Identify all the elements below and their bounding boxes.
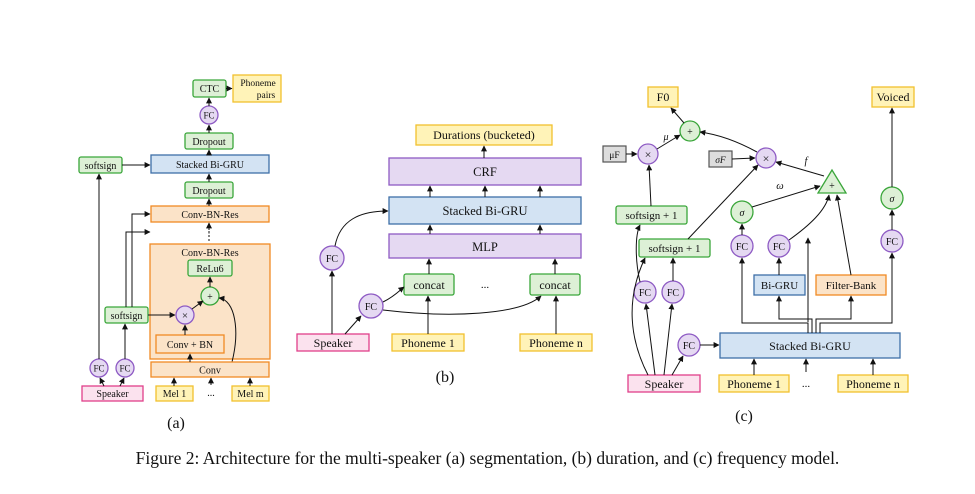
bigru-label-c: Bi-GRU: [761, 280, 798, 292]
softsign-plus-1-lower-label: softsign + 1: [648, 243, 700, 255]
mel-ellipsis: ...: [207, 388, 215, 399]
sigma-f-label: σF: [715, 156, 726, 166]
concat-ellipsis: ...: [481, 279, 490, 291]
figure-caption: Figure 2: Architecture for the multi-spe…: [135, 448, 840, 468]
mel-1-label: Mel 1: [163, 389, 187, 400]
durations-label: Durations (bucketed): [433, 128, 535, 142]
mu-label: μ: [662, 132, 668, 143]
relu6-label: ReLu6: [196, 264, 223, 275]
fc-c-5-label: FC: [683, 341, 696, 352]
fc-c-right-label: FC: [886, 237, 899, 248]
fc-c-2-label: FC: [773, 242, 786, 253]
ctc-label: CTC: [200, 84, 220, 95]
sigma-circle-left: [730, 200, 754, 224]
fc-circle-c-2: [767, 234, 791, 258]
fc-c-3-label: FC: [639, 288, 652, 299]
fc-bottom-2-label: FC: [119, 364, 130, 374]
crf-label: CRF: [473, 165, 497, 179]
phoneme-n-label-b: Phoneme n: [529, 336, 583, 350]
sum-triangle-label: +: [829, 181, 835, 192]
mel-m-label: Mel m: [237, 389, 264, 400]
panel-b: Durations (bucketed) CRF Stacked Bi-GRU …: [296, 124, 593, 386]
f-label: f: [805, 156, 810, 167]
conv-box: [150, 361, 270, 378]
crf-box: [388, 157, 582, 186]
softsign-lower-label: softsign: [111, 311, 143, 322]
durations-box: [415, 124, 553, 146]
sigma-circle-left-label: σ: [740, 208, 746, 219]
phoneme-ellipsis-c: ...: [802, 378, 811, 390]
panel-a-sublabel: (a): [167, 415, 185, 432]
speaker-box-a: [81, 385, 144, 402]
conv-bn-res-top-label: Conv-BN-Res: [181, 210, 238, 221]
voiced-label: Voiced: [876, 90, 909, 104]
sigma-circle-right-label: σ: [890, 194, 896, 205]
stacked-bigru-label-a: Stacked Bi-GRU: [176, 160, 245, 171]
speaker-label-b: Speaker: [314, 336, 353, 350]
multiply-circle-a-label: ×: [182, 310, 188, 322]
phoneme-pairs-label-2: pairs: [257, 91, 276, 101]
softsign-plus-1-upper-box: [615, 205, 688, 225]
phoneme-1-label-b: Phoneme 1: [401, 336, 455, 350]
fc-circle-b-left: [319, 245, 345, 271]
concat-2-label: concat: [539, 278, 571, 292]
panel-b-sublabel: (b): [436, 369, 455, 386]
fc-bottom-1-label: FC: [93, 364, 104, 374]
multiply-circle-a: [175, 305, 195, 325]
phoneme-1-label-c: Phoneme 1: [727, 377, 781, 391]
stacked-bigru-label-b: Stacked Bi-GRU: [442, 204, 527, 218]
softsign-left-label: softsign: [85, 161, 117, 172]
voiced-box: [871, 86, 915, 108]
fc-b-left-label: FC: [326, 254, 339, 265]
panel-c: F0 Voiced + μF × μ σF × + f ω softsign +…: [602, 86, 915, 425]
conv-label: Conv: [199, 366, 221, 377]
phoneme-pairs-label-1: Phoneme: [240, 79, 275, 89]
multiply-circle-c-left: [637, 143, 659, 165]
mlp-label: MLP: [472, 240, 498, 254]
phoneme-pairs-box: [232, 74, 282, 103]
mlp-box: [388, 233, 582, 259]
fc-c-1-label: FC: [736, 242, 749, 253]
add-circle-c-top-label: +: [687, 127, 693, 138]
fc-b-right-label: FC: [365, 302, 378, 313]
fc-c-4-label: FC: [667, 288, 680, 299]
add-circle-a-label: +: [207, 292, 213, 303]
conv-bn-res-top-box: [150, 205, 270, 223]
fc-circle-b-right: [358, 293, 384, 319]
panel-c-sublabel: (c): [735, 408, 753, 425]
conv-bn-box: [155, 334, 225, 354]
vertical-ellipsis-a: ⋮: [204, 228, 214, 239]
dropout-bottom-label: Dropout: [192, 186, 226, 197]
panel-a: Conv-BN-Res CTC Phoneme pairs FC Dropout…: [78, 74, 282, 432]
speaker-label-a: Speaker: [96, 389, 129, 400]
filter-bank-label: Filter-Bank: [826, 280, 877, 292]
dropout-top-label: Dropout: [192, 137, 226, 148]
mu-f-label: μF: [609, 151, 619, 161]
fc-top-label: FC: [203, 111, 214, 121]
speaker-label-c: Speaker: [645, 377, 684, 391]
phoneme-n-label-c: Phoneme n: [846, 377, 900, 391]
multiply-circle-c-right: [755, 147, 777, 169]
stacked-bigru-label-c: Stacked Bi-GRU: [769, 339, 851, 353]
omega-label: ω: [776, 181, 783, 192]
stacked-bigru-box-c: [719, 332, 901, 359]
softsign-plus-1-upper-label: softsign + 1: [625, 210, 677, 222]
f0-box: [647, 86, 679, 108]
multiply-circle-c-left-label: ×: [645, 148, 652, 162]
f0-label: F0: [657, 90, 670, 104]
speaker-box-b: [296, 333, 370, 352]
sum-triangle: [816, 168, 848, 194]
relu6-box: [187, 259, 233, 277]
multiply-circle-c-right-label: ×: [763, 152, 770, 166]
concat-1-label: concat: [413, 278, 445, 292]
conv-bn-res-block-label: Conv-BN-Res: [181, 248, 238, 259]
softsign-plus-1-lower-box: [638, 238, 711, 258]
conv-bn-label: Conv + BN: [167, 340, 213, 351]
